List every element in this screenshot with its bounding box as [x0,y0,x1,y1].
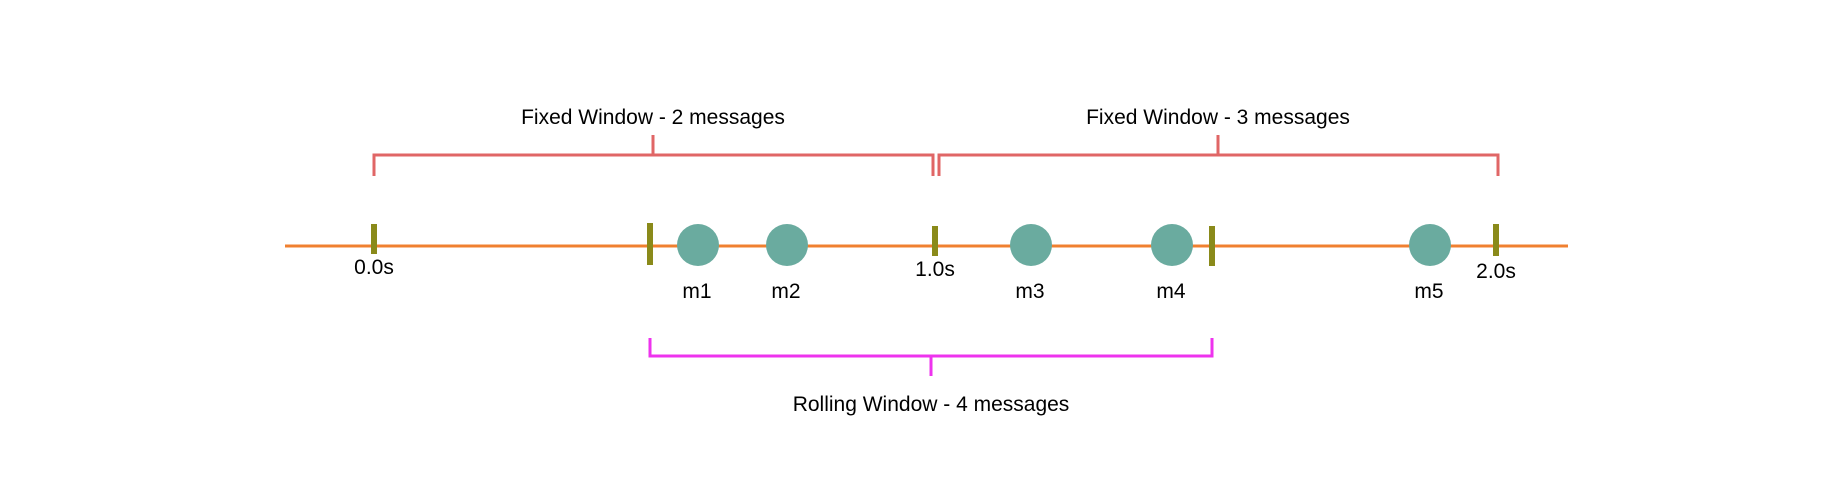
fixed-window-1-bracket [372,135,935,176]
message-m4 [1151,224,1193,266]
tick-0-0s [371,224,377,254]
rolling-window-bracket [648,338,1214,376]
message-m2 [766,224,808,266]
rolling-window-label: Rolling Window - 4 messages [793,393,1070,416]
message-label-m5: m5 [1414,280,1443,303]
tick-label-0-0s: 0.0s [354,256,394,279]
message-m3 [1010,224,1052,266]
tick-1-0s [932,226,938,256]
message-label-m3: m3 [1015,280,1044,303]
tick-2-0s [1493,224,1499,256]
message-label-m4: m4 [1156,280,1185,303]
fixed-window-2-label: Fixed Window - 3 messages [1086,106,1350,129]
tick-label-1-0s: 1.0s [915,258,955,281]
message-m1 [677,224,719,266]
fixed-window-1-label: Fixed Window - 2 messages [521,106,785,129]
tick-label-2-0s: 2.0s [1476,260,1516,283]
message-label-m2: m2 [771,280,800,303]
message-label-m1: m1 [682,280,711,303]
message-m5 [1409,224,1451,266]
tick-rolling-end [1209,226,1215,266]
fixed-window-2-bracket [937,135,1500,176]
tick-rolling-start [647,223,653,265]
